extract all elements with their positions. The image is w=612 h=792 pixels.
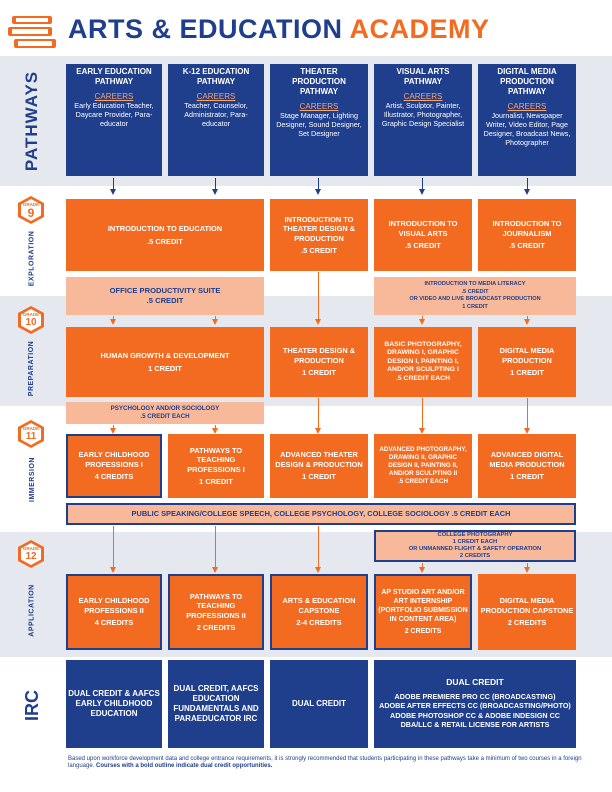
course-basic-photography: BASIC PHOTOGRAPHY, DRAWING I, GRAPHIC DE… bbox=[374, 327, 472, 397]
pathways-side-label: PATHWAYS bbox=[22, 70, 42, 172]
page-title: ARTS & EDUCATION ACADEMY bbox=[68, 14, 490, 44]
course-intro-theater: INTRODUCTION TO THEATER DESIGN & PRODUCT… bbox=[270, 199, 368, 271]
course-media-literacy: INTRODUCTION TO MEDIA LITERACY .5 CREDIT… bbox=[374, 277, 576, 315]
course-advanced-photography: ADVANCED PHOTOGRAPHY, DRAWING II, GRAPHI… bbox=[374, 434, 472, 498]
course-ap-studio-art: AP STUDIO ART AND/OR ART INTERNSHIP (POR… bbox=[374, 574, 472, 650]
stage-application: APPLICATION bbox=[28, 583, 36, 637]
irc-side-label: IRC bbox=[21, 689, 42, 721]
course-public-speaking: PUBLIC SPEAKING/COLLEGE SPEECH, COLLEGE … bbox=[66, 503, 576, 525]
irc-arts-media: DUAL CREDIT ADOBE PREMIERE PRO CC (BROAD… bbox=[374, 660, 576, 748]
books-logo-icon bbox=[8, 16, 56, 48]
pathway-theater-production: THEATER PRODUCTION PATHWAY CAREERS Stage… bbox=[270, 64, 368, 176]
pathway-early-education: EARLY EDUCATION PATHWAY CAREERS Early Ed… bbox=[66, 64, 162, 176]
course-intro-journalism: INTRODUCTION TO JOURNALISM.5 CREDIT bbox=[478, 199, 576, 271]
stage-exploration: EXPLORATION bbox=[28, 230, 36, 286]
pathway-k12-education: K-12 EDUCATION PATHWAY CAREERS Teacher, … bbox=[168, 64, 264, 176]
irc-early-childhood: DUAL CREDIT & AAFCS EARLY CHILDHOOD EDUC… bbox=[66, 660, 162, 748]
irc-education-fundamentals: DUAL CREDIT, AAFCS EDUCATION FUNDAMENTAL… bbox=[168, 660, 264, 748]
pathway-visual-arts: VISUAL ARTS PATHWAY CAREERS Artist, Scul… bbox=[374, 64, 472, 176]
course-psychology: PSYCHOLOGY AND/OR SOCIOLOGY.5 CREDIT EAC… bbox=[66, 402, 264, 424]
course-office-productivity: OFFICE PRODUCTIVITY SUITE.5 CREDIT bbox=[66, 277, 264, 315]
course-intro-education: INTRODUCTION TO EDUCATION.5 CREDIT bbox=[66, 199, 264, 271]
course-college-photography: COLLEGE PHOTOGRAPHY 1 CREDIT EACH OR UNM… bbox=[374, 530, 576, 562]
pathway-digital-media: DIGITAL MEDIA PRODUCTION PATHWAY CAREERS… bbox=[478, 64, 576, 176]
stage-preparation: PREPARATION bbox=[28, 340, 36, 396]
course-intro-visual-arts: INTRODUCTION TO VISUAL ARTS.5 CREDIT bbox=[374, 199, 472, 271]
irc-theater: DUAL CREDIT bbox=[270, 660, 368, 748]
footer-note: Based upon workforce development data an… bbox=[68, 756, 582, 769]
stage-immersion: IMMERSION bbox=[28, 457, 36, 502]
